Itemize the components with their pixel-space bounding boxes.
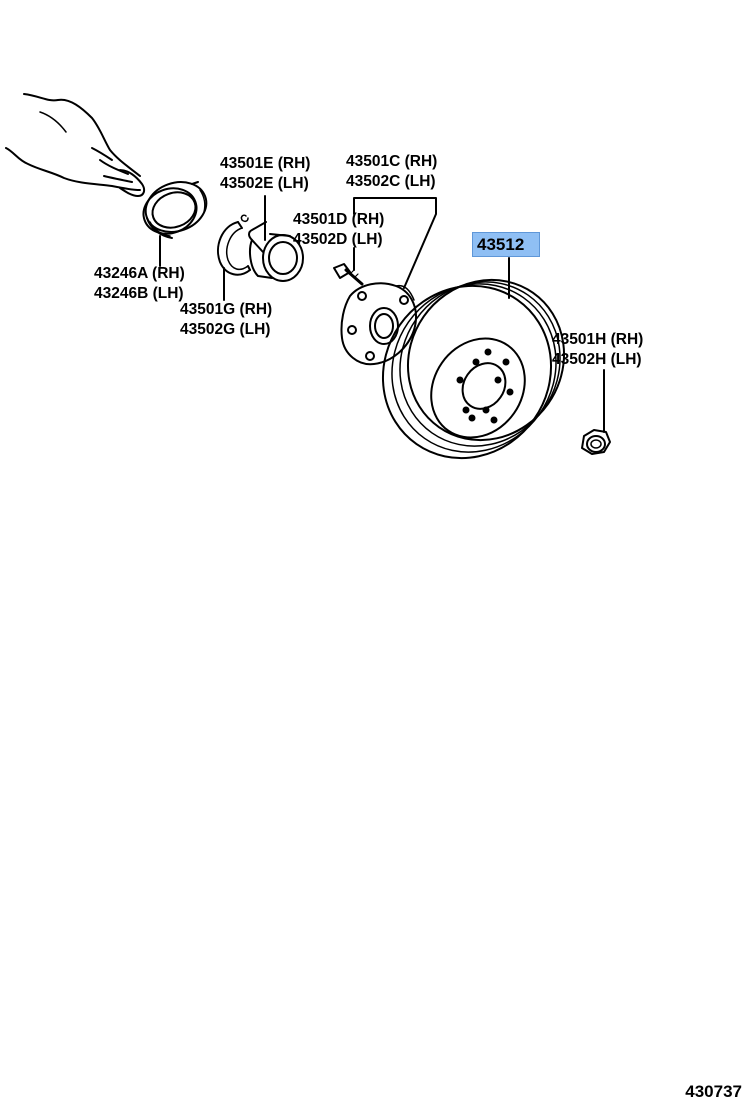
label-43501G[interactable]: 43501G (RH) 43502G (LH) — [180, 300, 272, 340]
label-43246[interactable]: 43246A (RH) 43246B (LH) — [94, 264, 185, 304]
label-43501D[interactable]: 43501D (RH) 43502D (LH) — [293, 210, 384, 250]
diagram-id: 430737 — [685, 1082, 742, 1101]
label-43501C-rh: 43501C (RH) — [346, 153, 438, 170]
label-43501H[interactable]: 43501H (RH) 43502H (LH) — [552, 330, 643, 370]
label-43501C[interactable]: 43501C (RH) 43502C (LH) — [346, 152, 437, 192]
brake-disc-43512[interactable] — [349, 249, 595, 491]
label-43501E-rh: 43501E (RH) — [220, 155, 311, 172]
seal-ring-43246[interactable] — [137, 174, 213, 241]
label-43512: 43512 — [477, 235, 525, 254]
hub-bolt-43501D[interactable] — [333, 263, 364, 286]
label-43246-rh: 43246A (RH) — [94, 265, 185, 282]
hand-pointer-icon — [5, 93, 146, 197]
axle-hub-43501C[interactable] — [340, 282, 417, 366]
label-43501E[interactable]: 43501E (RH) 43502E (LH) — [220, 154, 310, 194]
hub-nut-43501H[interactable] — [581, 429, 611, 455]
label-43501H-lh: 43502H (LH) — [552, 351, 642, 368]
label-43501C-lh: 43502C (LH) — [346, 173, 436, 190]
label-43501H-rh: 43501H (RH) — [552, 331, 644, 348]
highlight-43512[interactable]: 43512 — [472, 232, 540, 257]
label-43501G-lh: 43502G (LH) — [180, 321, 271, 338]
leader-43501C — [353, 197, 437, 289]
label-43501G-rh: 43501G (RH) — [180, 301, 273, 318]
label-43501D-lh: 43502D (LH) — [293, 231, 383, 248]
hub-bearing-43501E[interactable] — [240, 214, 304, 282]
label-43246-lh: 43246B (LH) — [94, 285, 184, 302]
label-43501E-lh: 43502E (LH) — [220, 175, 309, 192]
label-43501D-rh: 43501D (RH) — [293, 211, 385, 228]
snap-ring-43501G[interactable] — [217, 221, 251, 276]
